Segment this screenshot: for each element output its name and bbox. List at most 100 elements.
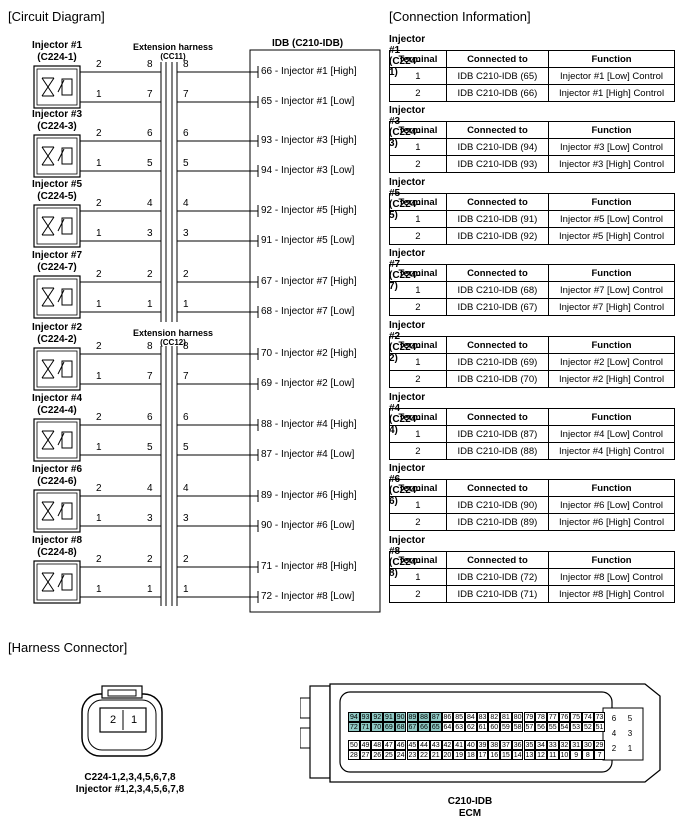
- ecm-pin-cell: 72: [348, 722, 360, 732]
- column-header: Terminal: [389, 551, 447, 569]
- ecm-pin-cell: 83: [476, 712, 489, 722]
- column-header: Terminal: [389, 50, 447, 68]
- ecm-pin-cell: 63: [453, 722, 465, 732]
- ecm-pin-cell: 10: [558, 750, 571, 760]
- injector-name: Injector #1: [31, 40, 83, 51]
- ecm-aux-pin-cell: 5: [627, 714, 633, 723]
- ecm-aux-pin-cell: 3: [627, 729, 633, 738]
- idb-title: IDB (C210-IDB): [272, 38, 344, 49]
- table-cell: IDB C210-IDB (71): [445, 585, 550, 603]
- idb-terminal-low: 87 - Injector #4 [Low]: [261, 449, 355, 460]
- idb-terminal-low: 69 - Injector #2 [Low]: [261, 378, 355, 389]
- circuit-diagram-title: [Circuit Diagram]: [8, 9, 105, 24]
- ecm-pin-cell: 36: [511, 740, 524, 750]
- idb-terminal-low: 94 - Injector #3 [Low]: [261, 165, 355, 176]
- table-cell: 2: [389, 370, 447, 388]
- column-header: Connected to: [445, 264, 550, 282]
- ext-pin-low-left: 5: [147, 158, 153, 169]
- ecm-pin-cell: 89: [406, 712, 419, 722]
- ext-pin-high-right: 6: [183, 412, 189, 423]
- circuit-wiring: [33, 49, 381, 613]
- table-cell: 2: [389, 442, 447, 460]
- ext-pin-low-left: 1: [147, 584, 153, 595]
- ecm-pin-cell: 35: [523, 740, 536, 750]
- idb-terminal-high: 67 - Injector #7 [High]: [261, 276, 357, 287]
- injector-pin-high: 2: [96, 554, 102, 565]
- injector-pin-low: 1: [96, 89, 102, 100]
- table-cell: Injector #3 [High] Control: [548, 155, 675, 173]
- table-cell: Injector #8 [High] Control: [548, 585, 675, 603]
- ext-pin-low-left: 5: [147, 442, 153, 453]
- ecm-pin-cell: 38: [488, 740, 501, 750]
- ecm-pin-cell: 22: [418, 750, 430, 760]
- ext-pin-high-left: 8: [147, 341, 153, 352]
- ext-pin-high-left: 4: [147, 483, 153, 494]
- ecm-aux-pin-cell: 4: [611, 729, 617, 738]
- table-cell: IDB C210-IDB (87): [445, 425, 550, 443]
- injector-connector-id: (C224-3): [37, 121, 77, 132]
- idb-terminal-low: 72 - Injector #8 [Low]: [261, 591, 355, 602]
- injector-connector-id: (C224-5): [37, 191, 77, 202]
- ext-pin-low-left: 7: [147, 371, 153, 382]
- column-header: Connected to: [445, 50, 550, 68]
- ecm-pin-cell: 94: [348, 712, 360, 722]
- table-cell: 1: [389, 210, 447, 228]
- injector-pin-high: 2: [96, 412, 102, 423]
- ecm-pin-cell: 28: [348, 750, 360, 760]
- injector-connector-caption-2: Injector #1,2,3,4,5,6,7,8: [75, 784, 185, 795]
- injector-name: Injector #6: [31, 464, 83, 475]
- ecm-pin-cell: 44: [418, 740, 430, 750]
- ecm-pin-cell: 20: [441, 750, 454, 760]
- table-cell: IDB C210-IDB (66): [445, 84, 550, 102]
- ext-pin-high-right: 6: [183, 128, 189, 139]
- connection-info-title: [Connection Information]: [389, 9, 531, 24]
- table-cell: IDB C210-IDB (67): [445, 298, 550, 316]
- injector-connector-id: (C224-1): [37, 52, 77, 63]
- ecm-pin-cell: 33: [546, 740, 559, 750]
- ext-pin-high-left: 6: [147, 412, 153, 423]
- table-cell: 2: [389, 227, 447, 245]
- table-cell: IDB C210-IDB (90): [445, 496, 550, 514]
- ext-pin-high-left: 4: [147, 198, 153, 209]
- column-header: Function: [548, 408, 675, 426]
- ext-pin-high-left: 2: [147, 269, 153, 280]
- ecm-pin-cell: 51: [593, 722, 606, 732]
- ecm-pin-cell: 60: [488, 722, 501, 732]
- pin-2-label: 2: [109, 714, 117, 726]
- table-cell: Injector #8 [Low] Control: [548, 568, 675, 586]
- ecm-pin-cell: 7: [593, 750, 606, 760]
- table-cell: Injector #3 [Low] Control: [548, 138, 675, 156]
- cc11-label: (CC11): [160, 52, 186, 61]
- injector-name: Injector #7: [31, 250, 83, 261]
- ecm-pin-cell: 41: [453, 740, 465, 750]
- ecm-pin-cell: 42: [441, 740, 454, 750]
- ecm-pin-cell: 76: [558, 712, 571, 722]
- table-cell: 2: [389, 585, 447, 603]
- ecm-pin-cell: 45: [406, 740, 419, 750]
- table-cell: IDB C210-IDB (94): [445, 138, 550, 156]
- ecm-pin-cell: 13: [523, 750, 536, 760]
- ext-pin-low-right: 1: [183, 299, 189, 310]
- ext-pin-high-left: 2: [147, 554, 153, 565]
- ecm-pin-cell: 64: [441, 722, 454, 732]
- ecm-pin-cell: 57: [523, 722, 536, 732]
- ecm-pin-cell: 49: [359, 740, 372, 750]
- ecm-pin-cell: 93: [359, 712, 372, 722]
- ext-pin-low-left: 3: [147, 513, 153, 524]
- table-cell: Injector #4 [High] Control: [548, 442, 675, 460]
